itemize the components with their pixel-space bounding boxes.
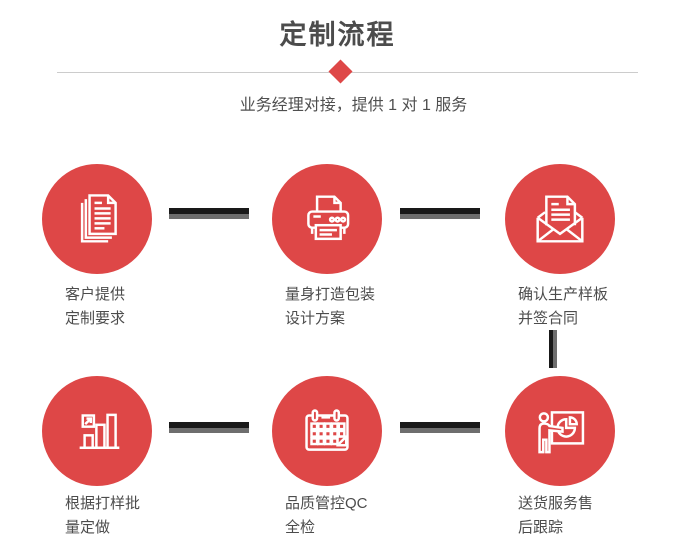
connector-step2-step3 [400, 208, 480, 219]
step-label-line: 确认生产样板 [518, 286, 609, 303]
step-label-line: 后跟踪 [518, 519, 564, 536]
diamond-icon [328, 59, 353, 84]
step-circle-3 [505, 164, 615, 274]
step-label-line: 设计方案 [285, 310, 346, 327]
step-circle-6 [505, 376, 615, 486]
step-label-line: 全检 [285, 519, 316, 536]
step-label-2: 量身打造包装 设计方案 [285, 283, 375, 331]
growth-bar-chart-icon [79, 413, 120, 449]
step-label-1: 客户提供 定制要求 [65, 283, 125, 331]
open-envelope-letter-icon [536, 195, 584, 243]
presentation-board-icon [538, 411, 585, 454]
step-label-line: 定制要求 [65, 310, 126, 327]
connector-step1-step2 [169, 208, 249, 219]
step-label-line: 量定做 [65, 519, 111, 536]
step-label-line: 并签合同 [518, 310, 579, 327]
section-subtitle: 业务经理对接，提供 1 对 1 服务 [239, 97, 468, 114]
step-circle-4 [42, 376, 152, 486]
step-label-5: 品质管控QC 全检 [285, 492, 368, 540]
step-label-line: 客户提供 [65, 286, 126, 303]
connector-step3-step6 [549, 330, 557, 368]
step-label-4: 根据打样批 量定做 [65, 492, 140, 540]
connector-step4-step5 [169, 422, 249, 433]
step-label-3: 确认生产样板 并签合同 [518, 283, 608, 331]
step-label-line: 品质管控QC [285, 495, 368, 512]
stacked-documents-icon [80, 194, 117, 243]
step-label-line: 送货服务售 [518, 495, 594, 512]
step-label-line: 根据打样批 [65, 495, 141, 512]
section-title: 定制流程 [279, 20, 396, 50]
step-label-6: 送货服务售 后跟踪 [518, 492, 593, 540]
step-circle-2 [272, 164, 382, 274]
printer-icon [307, 195, 350, 241]
calendar-icon [305, 409, 349, 451]
step-circle-1 [42, 164, 152, 274]
step-label-line: 量身打造包装 [285, 286, 376, 303]
step-circle-5 [272, 376, 382, 486]
connector-step5-step6 [400, 422, 480, 433]
